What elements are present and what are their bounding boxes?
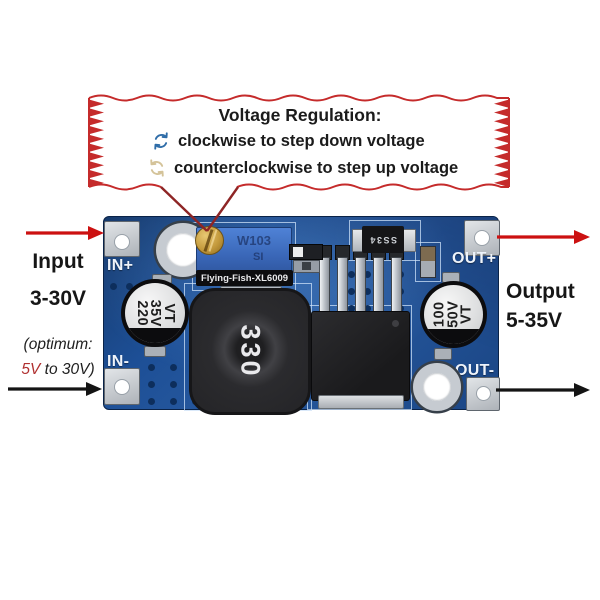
clockwise-arrows-icon — [154, 132, 168, 150]
silkscreen-diode-outline — [349, 220, 421, 261]
ic-leg-5 — [391, 257, 402, 315]
input-negative-arrowhead — [86, 382, 102, 396]
voltage-regulation-title: Voltage Regulation: — [218, 105, 382, 125]
out-minus-pad — [466, 377, 500, 411]
diode-terminal-right — [403, 229, 416, 252]
counterclockwise-instruction-text: counterclockwise to step up voltage — [174, 158, 459, 177]
pot-marking-2: SI — [253, 251, 264, 263]
ic-leg-1 — [319, 257, 330, 315]
clockwise-instruction-text: clockwise to step down voltage — [178, 131, 425, 150]
input-title: Input — [32, 250, 84, 273]
ic-pin1-dot — [392, 320, 399, 327]
box-border-bottom-left — [88, 183, 162, 191]
via-grid — [148, 364, 155, 371]
board-model-text: Flying-Fish-XL6009 — [200, 272, 289, 284]
pot-marking: W103 — [237, 233, 271, 248]
out-minus-label: OUT- — [455, 362, 495, 379]
in-plus-label: IN+ — [107, 257, 134, 274]
ic-heatsink-tab — [318, 395, 404, 409]
optimum-rest: to 30V) — [40, 361, 95, 378]
counterclockwise-arrows-icon — [150, 159, 164, 177]
ic-leg-4 — [373, 257, 384, 315]
inductor: 330 — [189, 288, 311, 415]
box-border-top — [88, 94, 509, 102]
ic-leg-3 — [355, 257, 366, 315]
optimum-accent: 5V — [21, 361, 41, 378]
optimum-note-line1: (optimum: — [23, 336, 93, 353]
optimum-note-line2: 5V to 30V) — [4, 361, 112, 379]
clockwise-instruction: clockwise to step down voltage — [151, 131, 425, 151]
pot-adjust-screw — [195, 226, 224, 255]
smd-capacitor — [293, 260, 320, 273]
capacitor-polarity-stripe — [125, 328, 185, 343]
in-plus-pad-hole — [114, 234, 130, 250]
out-plus-pad — [464, 220, 500, 256]
smd-component — [420, 246, 436, 278]
output-positive-arrowhead — [574, 230, 590, 244]
in-minus-pad-hole — [114, 379, 130, 395]
capacitor-polarity-stripe — [424, 329, 483, 344]
in-minus-label: IN- — [107, 353, 130, 370]
mounting-hole-bottom-right — [413, 363, 461, 411]
smd-resistor-window — [293, 247, 303, 257]
via-column — [348, 271, 355, 278]
output-negative-arrowhead — [574, 383, 590, 397]
diode-marking: SS34 — [368, 234, 398, 245]
silkscreen-smd-outline — [415, 242, 441, 282]
in-plus-pad — [104, 221, 140, 257]
out-minus-pad-hole — [476, 386, 491, 401]
out-plus-pad-hole — [474, 230, 490, 246]
in-minus-pad — [104, 368, 140, 405]
capacitor-input-marking: VT 35V 220 — [134, 299, 178, 327]
cap-right-tab-bottom — [434, 348, 452, 360]
capacitor-output-marking: 100 50V VT — [431, 300, 475, 329]
via-row — [110, 283, 117, 290]
box-border-bottom-right — [236, 183, 509, 191]
silkscreen-text-strip: Flying-Fish-XL6009 — [196, 270, 293, 286]
smd-resistor — [289, 244, 323, 260]
capacitor-output-face: 100 50V VT — [424, 285, 483, 344]
trim-potentiometer: W103 SI — [195, 226, 292, 275]
inductor-value: 330 — [235, 324, 266, 379]
counterclockwise-instruction: counterclockwise to step up voltage — [147, 158, 458, 178]
input-voltage-range: 3-30V — [29, 287, 87, 310]
output-voltage-range: 5-35V — [506, 309, 563, 332]
out-plus-label: OUT+ — [452, 250, 497, 267]
smd-capacitor-band — [302, 262, 311, 270]
cap-left-tab-bottom — [144, 346, 166, 357]
capacitor-input-face: VT 35V 220 — [125, 283, 185, 343]
input-positive-arrowhead — [88, 226, 104, 240]
capacitor-output: 100 50V VT — [420, 281, 487, 348]
schottky-diode: SS34 — [362, 226, 404, 253]
output-title: Output — [506, 280, 575, 303]
pcb-board: IN+ IN- OUT+ OUT- W103 SI Flying-Fish-XL… — [103, 216, 500, 415]
ic-leg-2 — [337, 257, 348, 315]
capacitor-input: VT 35V 220 — [121, 279, 189, 347]
regulator-ic — [311, 311, 410, 401]
